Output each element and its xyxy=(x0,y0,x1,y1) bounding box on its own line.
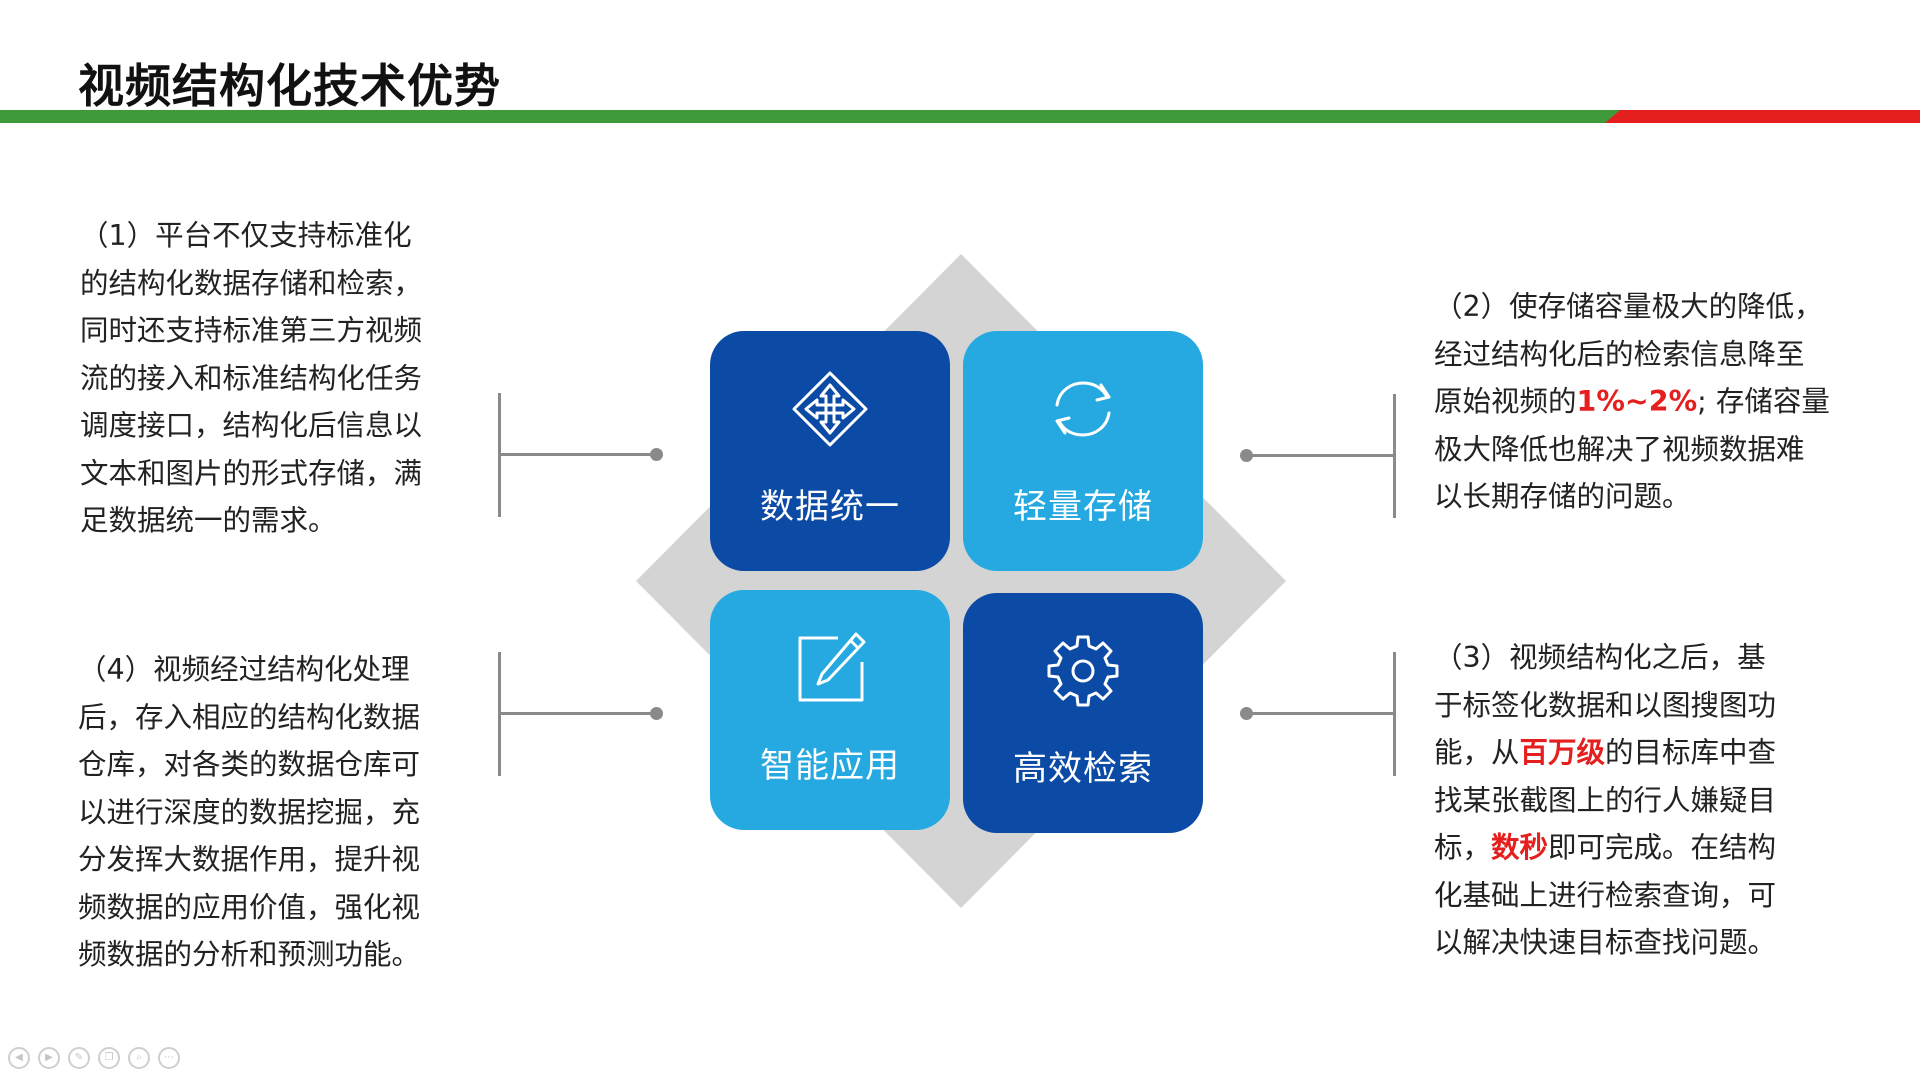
text-span: 标， xyxy=(1434,831,1492,864)
connector-top-left xyxy=(498,393,698,517)
title-bar-red xyxy=(1605,110,1920,123)
highlight-text: 百万级 xyxy=(1519,736,1606,769)
text-line: 能，从百万级的目标库中查 xyxy=(1434,729,1776,777)
text-line: 以解决快速目标查找问题。 xyxy=(1434,926,1777,959)
copy-icon[interactable]: ❐ xyxy=(98,1047,120,1069)
tile-smart-application: 智能应用 xyxy=(710,590,950,830)
connector-dot xyxy=(650,448,663,461)
text-block-2: （2）使存储容量极大的降低， 经过结构化后的检索信息降至 原始视频的1%~2%;… xyxy=(1434,283,1830,521)
text-line: 足数据统一的需求。 xyxy=(80,504,337,537)
text-line: 调度接口，结构化后信息以 xyxy=(80,409,423,442)
text-line: （1）平台不仅支持标准化 xyxy=(80,219,412,252)
connector-top-right xyxy=(1238,394,1438,518)
next-icon[interactable]: ▶ xyxy=(38,1047,60,1069)
tile-label: 轻量存储 xyxy=(1013,487,1153,527)
text-line: （4）视频经过结构化处理 xyxy=(78,653,410,686)
connector-dot xyxy=(650,707,663,720)
connector-line xyxy=(498,453,656,456)
more-icon[interactable]: ⋯ xyxy=(158,1047,180,1069)
pen-icon[interactable]: ✎ xyxy=(68,1047,90,1069)
text-block-4: （4）视频经过结构化处理 后，存入相应的结构化数据 仓库，对各类的数据仓库可 以… xyxy=(78,646,420,979)
refresh-icon xyxy=(1043,369,1123,449)
tile-label: 数据统一 xyxy=(760,487,900,527)
text-line: 找某张截图上的行人嫌疑目 xyxy=(1434,783,1777,817)
text-block-1: （1）平台不仅支持标准化 的结构化数据存储和检索， 同时还支持标准第三方视频 流… xyxy=(80,212,422,545)
text-span: ; 存储容量 xyxy=(1697,385,1830,418)
connector-line xyxy=(1246,454,1396,457)
connector-line xyxy=(1246,712,1396,715)
edit-icon xyxy=(790,628,870,708)
text-line: （2）使存储容量极大的降低， xyxy=(1434,290,1823,323)
connector-line xyxy=(498,712,656,715)
prev-icon[interactable]: ◀ xyxy=(8,1047,30,1069)
highlight-text: 1%~2% xyxy=(1576,385,1698,418)
text-line: 原始视频的1%~2%; 存储容量 xyxy=(1434,378,1830,426)
text-span: 能，从 xyxy=(1434,736,1520,769)
connector-dot xyxy=(1240,707,1253,720)
connector-dot xyxy=(1240,449,1253,462)
text-line: 以进行深度的数据挖掘，充 xyxy=(78,795,421,829)
tile-label: 高效检索 xyxy=(1013,749,1153,789)
text-line: 于标签化数据和以图搜图功 xyxy=(1434,688,1777,722)
text-block-3: （3）视频结构化之后，基 于标签化数据和以图搜图功 能，从百万级的目标库中查 找… xyxy=(1434,634,1776,967)
text-line: 仓库，对各类的数据仓库可 xyxy=(78,748,421,781)
text-line: 的结构化数据存储和检索， xyxy=(80,266,423,300)
connector-bottom-left xyxy=(498,652,698,776)
tile-data-unify: 数据统一 xyxy=(710,331,950,571)
text-line: 文本和图片的形式存储，满 xyxy=(80,456,423,490)
text-span: 的目标库中查 xyxy=(1605,736,1777,769)
tile-light-storage: 轻量存储 xyxy=(963,331,1203,571)
text-span: 原始视频的 xyxy=(1434,385,1577,418)
text-line: 以长期存储的问题。 xyxy=(1434,480,1691,513)
gear-icon xyxy=(1043,631,1123,711)
connector-bottom-right xyxy=(1238,652,1438,776)
text-span: 即可完成。在结构 xyxy=(1548,831,1777,864)
text-line: （3）视频结构化之后，基 xyxy=(1434,641,1766,674)
text-line: 化基础上进行检索查询，可 xyxy=(1434,878,1777,912)
text-line: 频数据的应用价值，强化视 xyxy=(78,890,421,924)
text-line: 标，数秒即可完成。在结构 xyxy=(1434,824,1776,872)
text-line: 后，存入相应的结构化数据 xyxy=(78,700,421,734)
zoom-icon[interactable]: ⌕ xyxy=(128,1047,150,1069)
text-line: 同时还支持标准第三方视频 xyxy=(80,314,423,347)
tile-label: 智能应用 xyxy=(760,746,900,786)
text-line: 经过结构化后的检索信息降至 xyxy=(1434,337,1805,371)
text-line: 极大降低也解决了视频数据难 xyxy=(1434,432,1805,466)
page-title: 视频结构化技术优势 xyxy=(78,59,501,113)
move-arrows-icon xyxy=(790,369,870,449)
highlight-text: 数秒 xyxy=(1491,831,1549,864)
text-line: 频数据的分析和预测功能。 xyxy=(78,938,421,971)
presenter-controls: ◀ ▶ ✎ ❐ ⌕ ⋯ xyxy=(8,1047,180,1073)
tile-efficient-search: 高效检索 xyxy=(963,593,1203,833)
text-line: 流的接入和标准结构化任务 xyxy=(80,361,423,395)
text-line: 分发挥大数据作用，提升视 xyxy=(78,843,421,876)
title-bar-green xyxy=(0,110,1620,123)
